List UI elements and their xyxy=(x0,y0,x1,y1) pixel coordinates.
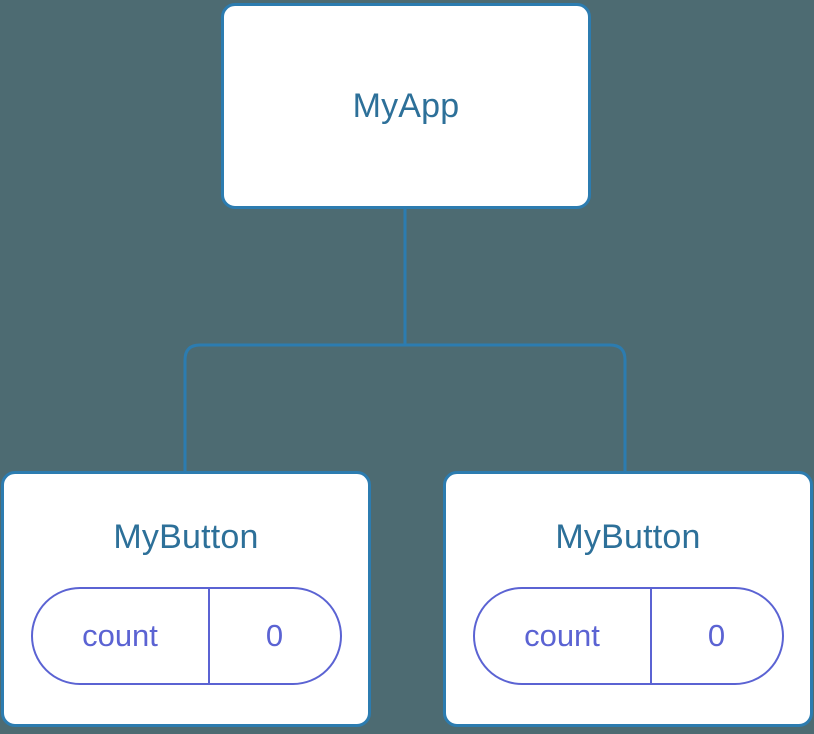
state-key: count xyxy=(524,618,600,653)
edge-to-right-child xyxy=(405,343,627,474)
node-mybutton-left[interactable]: MyButton count 0 xyxy=(1,471,371,727)
state-pill-divider xyxy=(649,589,652,683)
state-pill[interactable]: count 0 xyxy=(30,587,342,685)
node-title: MyButton xyxy=(555,518,701,556)
node-title: MyButton xyxy=(113,518,259,556)
state-value: 0 xyxy=(707,618,726,653)
node-myapp[interactable]: MyApp xyxy=(221,3,591,209)
node-mybutton-right[interactable]: MyButton count 0 xyxy=(443,471,813,727)
state-key: count xyxy=(82,618,158,653)
edge-to-left-child xyxy=(183,343,405,474)
node-title: MyApp xyxy=(352,87,460,125)
state-pill[interactable]: count 0 xyxy=(472,587,784,685)
state-value: 0 xyxy=(265,618,284,653)
state-pill-divider xyxy=(207,589,210,683)
